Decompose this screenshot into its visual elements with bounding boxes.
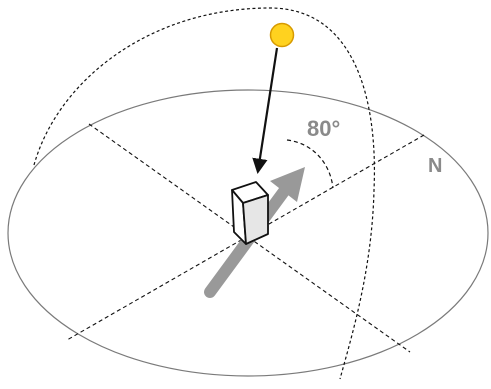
elevation-angle-label: 80° [307, 116, 340, 141]
sun-icon [269, 22, 295, 48]
sky-dome-arc [33, 7, 376, 380]
ground-plane-ellipse [7, 89, 489, 377]
sun-ray-arrow [252, 47, 279, 175]
building-icon [231, 181, 269, 245]
north-label: N [428, 155, 442, 177]
elevation-angle-arc [286, 139, 334, 189]
